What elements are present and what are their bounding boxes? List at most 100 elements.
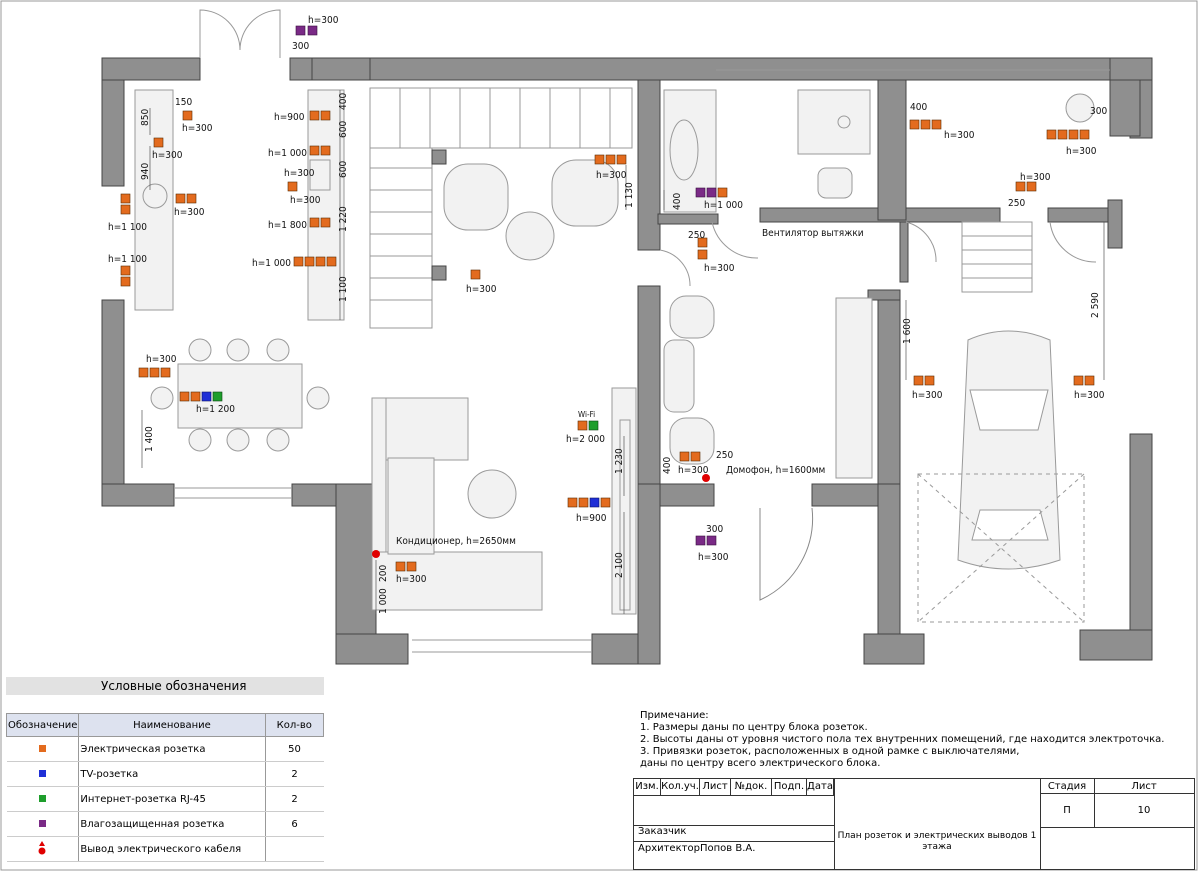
plan-label: h=900	[274, 112, 305, 123]
wet-socket	[295, 25, 306, 36]
plan-label: Вентилятор вытяжки	[762, 228, 864, 239]
legend-header-count: Кол-во	[264, 713, 324, 737]
walls	[101, 57, 1153, 665]
legend-row-count: 50	[264, 736, 324, 762]
plan-label: 250	[716, 450, 733, 461]
plan-label: 600	[338, 121, 349, 138]
plan-label: h=300	[1074, 390, 1105, 401]
rj45-socket-icon	[38, 794, 46, 802]
title-block: Изм. Кол.уч. Лист №док. Подп. Дата Заказ…	[633, 778, 1195, 870]
sockets	[120, 25, 1095, 572]
stage-value: П	[1063, 805, 1071, 816]
plan-label: h=300	[596, 170, 627, 181]
stamp-col: Лист	[700, 779, 731, 796]
cable-outlet-icon	[38, 840, 46, 854]
plan-label: 150	[175, 97, 192, 108]
legend-header-name: Наименование	[78, 713, 266, 737]
legend-row-count: 2	[264, 786, 324, 812]
plan-label: 400	[910, 102, 927, 113]
plan-label: 400	[338, 93, 349, 110]
notes-title: Примечание:	[640, 710, 709, 721]
legend-title: Условные обозначения	[6, 677, 324, 695]
tv-socket-icon	[38, 769, 46, 777]
legend-row-name: Интернет-розетка RJ-45	[78, 786, 265, 812]
wet-socket	[307, 25, 318, 36]
legend-row-count	[264, 836, 324, 862]
legend-row: Влагозащищенная розетка 6	[6, 811, 324, 837]
plan-label: 850	[140, 109, 151, 126]
plan-label: h=1 100	[108, 254, 147, 265]
plan-label: h=300	[704, 263, 735, 274]
plan-label: Кондиционер, h=2650мм	[396, 536, 516, 547]
plan-label: 400	[672, 193, 683, 210]
legend-table: Обозначение Наименование Кол-во Электрич…	[5, 713, 324, 862]
plan-label: h=300	[912, 390, 943, 401]
plan-label: 250	[1008, 198, 1025, 209]
sheet-value: 10	[1137, 805, 1151, 816]
architect-name: Попов В.А.	[700, 843, 756, 854]
stamp-col: Изм.	[634, 779, 661, 796]
plan-label: 300	[292, 41, 309, 52]
sheet-label: Лист	[1131, 781, 1157, 792]
plan-label: h=300	[146, 354, 177, 365]
rj45-socket	[212, 391, 223, 402]
plan-label: 1 400	[144, 426, 155, 452]
note: 1. Размеры даны по центру блока розеток.	[640, 722, 868, 733]
legend-row-count: 6	[264, 811, 324, 837]
legend-row-count: 2	[264, 761, 324, 787]
customer-label: Заказчик	[638, 826, 687, 837]
legend-row-name: Влагозащищенная розетка	[78, 811, 265, 837]
cable-outlet	[702, 474, 710, 482]
plan-label: h=300	[308, 15, 339, 26]
sheet-title: План розеток и электрических выводов 1	[837, 831, 1037, 841]
plan-label: 1 000	[378, 588, 389, 614]
socket	[153, 137, 164, 148]
plan-label: 1 130	[624, 182, 635, 208]
plan-label: 600	[338, 161, 349, 178]
plan-label: h=300	[396, 574, 427, 585]
legend-row-name: Электрическая розетка	[78, 736, 265, 762]
plan-label: 1 220	[338, 206, 349, 232]
architect-role: Архитектор	[638, 843, 700, 854]
cable-outlet	[372, 550, 380, 558]
plan-label: h=300	[290, 195, 321, 206]
plan-label: h=300	[152, 150, 183, 161]
plan-label: 2 100	[614, 552, 625, 578]
notes: Примечание:1. Размеры даны по центру бло…	[640, 710, 1164, 770]
plan-label: h=1 000	[704, 200, 743, 211]
note: 3. Привязки розеток, расположенных в одн…	[640, 746, 1020, 757]
rj45-socket	[588, 420, 599, 431]
plan-label: h=300	[1066, 146, 1097, 157]
plan-label: h=2 000	[566, 434, 605, 445]
sheet-title: этажа	[922, 842, 952, 852]
legend-header-symbol: Обозначение	[5, 713, 80, 737]
plan-label: Wi-Fi	[578, 410, 595, 419]
plan-label: h=300	[1020, 172, 1051, 183]
plan-label: h=1 100	[108, 222, 147, 233]
legend-row: Интернет-розетка RJ-45 2	[6, 786, 324, 812]
plan-label: h=1 800	[268, 220, 307, 231]
legend-row: Электрическая розетка 50	[6, 736, 324, 762]
plan-label: 1 230	[614, 448, 625, 474]
plan-label: 2 590	[1090, 292, 1101, 318]
wall	[101, 299, 125, 507]
stamp-col: Дата	[807, 779, 834, 796]
tv-socket	[589, 497, 600, 508]
stamp-col: №док.	[731, 779, 772, 796]
stage-label: Стадия	[1047, 781, 1087, 792]
plan-label: h=300	[284, 168, 315, 179]
plan-label: h=1 200	[196, 404, 235, 415]
legend-row-name: TV-розетка	[78, 761, 265, 787]
socket-icon	[38, 744, 46, 752]
stamp-col: Кол.уч.	[661, 779, 700, 796]
socket	[182, 110, 193, 121]
plan-label: 300	[1090, 106, 1107, 117]
legend: Условные обозначения Обозначение Наимено…	[5, 677, 324, 862]
plan-label: h=300	[182, 123, 213, 134]
plan-label: h=300	[174, 207, 205, 218]
plan-label: h=1 000	[268, 148, 307, 159]
furniture	[134, 87, 1095, 623]
plan-label: 400	[662, 457, 673, 474]
plan-label: h=300	[678, 465, 709, 476]
